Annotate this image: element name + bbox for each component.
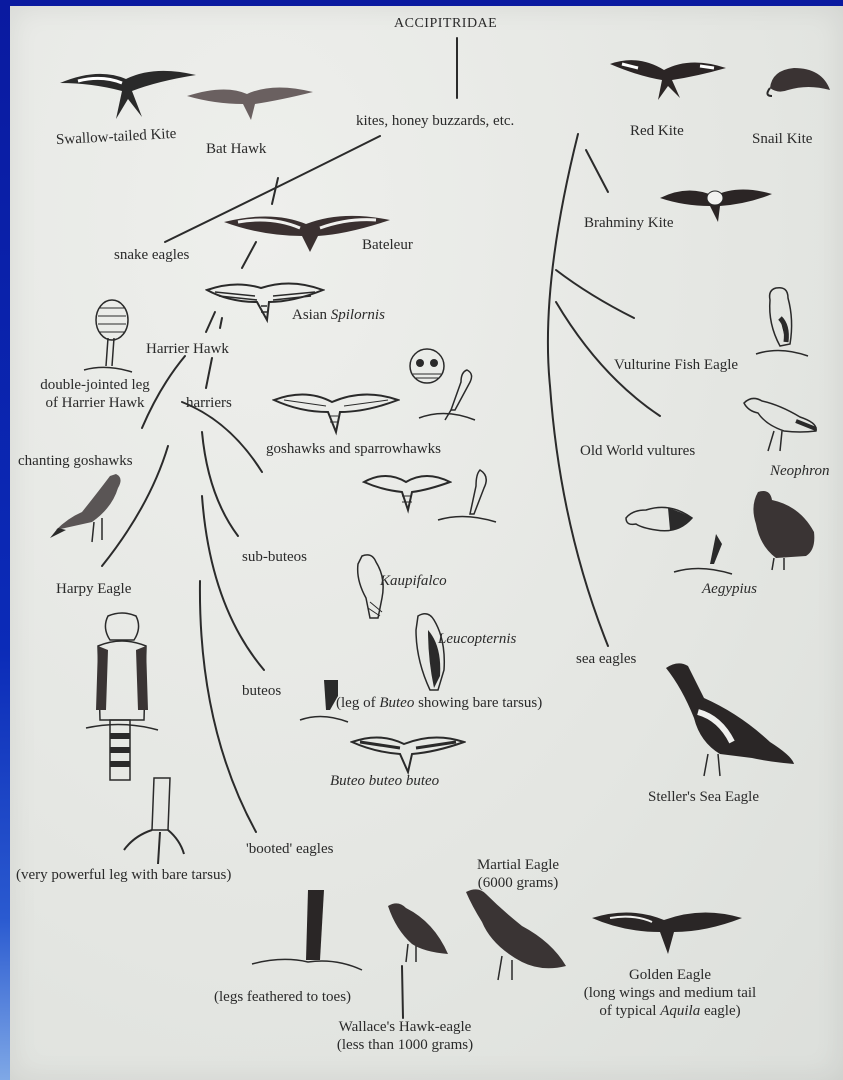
label-vulturine-fish-eagle: Vulturine Fish Eagle [614, 356, 738, 374]
swallow-tailed-kite-drawing [58, 61, 198, 121]
label-bateleur: Bateleur [362, 236, 413, 254]
label-neophron: Neophron [770, 462, 829, 480]
goshawk-leg-drawing [415, 364, 485, 426]
label-buteo-buteo: Buteo buteo buteo [330, 772, 439, 790]
golden-eagle-drawing [590, 904, 744, 958]
stellers-sea-eagle-drawing [660, 658, 800, 780]
branch-right-main [548, 134, 608, 646]
label-buteo-leg-suffix: showing bare tarsus) [414, 695, 542, 711]
label-martial-line1: Martial Eagle [458, 856, 578, 874]
red-kite-drawing [608, 54, 728, 104]
buteo-buteo-drawing [350, 730, 466, 776]
label-sub-buteos: sub-buteos [242, 548, 307, 566]
label-wallace: Wallace's Hawk-eagle (less than 1000 gra… [310, 1018, 500, 1054]
neophron-drawing [740, 391, 820, 457]
label-chanting-goshawks: chanting goshawks [18, 452, 133, 470]
label-snail-kite: Snail Kite [752, 130, 812, 148]
vulturine-fish-eagle-drawing [750, 284, 810, 360]
label-wallace-line1: Wallace's Hawk-eagle [310, 1018, 500, 1036]
label-aegypius: Aegypius [702, 580, 757, 598]
wallaces-hawk-eagle-drawing [380, 898, 454, 968]
label-brahminy-kite: Brahminy Kite [584, 214, 674, 232]
label-buteo-leg-italic: Buteo [379, 695, 414, 711]
label-asian-spilornis-prefix: Asian [292, 307, 331, 323]
label-golden-line3: of typical Aquila eagle) [530, 1002, 810, 1020]
sparrowhawk-leg-drawing [434, 466, 500, 528]
branch-harriers [206, 358, 212, 388]
goshawk-flight-drawing [272, 386, 400, 436]
aegypius-body-drawing [740, 486, 820, 572]
branch-buteos [202, 496, 264, 670]
snail-kite-drawing [764, 60, 834, 100]
label-red-kite: Red Kite [630, 122, 684, 140]
label-double-jointed: double-jointed leg of Harrier Hawk [20, 376, 170, 412]
branch-bateleur [272, 178, 278, 204]
label-stellers: Steller's Sea Eagle [648, 788, 759, 806]
branch-wallace [402, 966, 403, 1018]
label-martial-eagle: Martial Eagle (6000 grams) [458, 856, 578, 892]
label-leucopternis: Leucopternis [438, 630, 516, 648]
label-martial-line2: (6000 grams) [458, 874, 578, 892]
label-golden-line3-suffix: eagle) [700, 1003, 740, 1019]
label-neophron-italic: Neophron [770, 463, 829, 479]
powerful-leg-drawing [114, 774, 194, 874]
label-golden-line2: (long wings and medium tail [530, 984, 810, 1002]
label-golden-line3-prefix: of typical [599, 1003, 660, 1019]
label-sea-eagles: sea eagles [576, 650, 636, 668]
label-buteo-leg: (leg of Buteo showing bare tarsus) [336, 694, 542, 712]
label-double-jointed-line1: double-jointed leg [20, 376, 170, 394]
branch-vulturine [556, 270, 634, 318]
label-powerful-leg: (very powerful leg with bare tarsus) [16, 866, 231, 884]
label-goshawks: goshawks and sparrowhawks [266, 440, 441, 458]
double-jointed-leg-drawing [78, 298, 138, 378]
label-harriers: harriers [186, 394, 232, 412]
branch-goshawks [182, 402, 262, 472]
aegypius-leg-drawing [670, 530, 736, 578]
feathered-legs-drawing [248, 886, 366, 982]
label-kaupifalco: Kaupifalco [380, 572, 447, 590]
label-asian-spilornis-italic: Spilornis [331, 307, 385, 323]
label-wallace-line2: (less than 1000 grams) [310, 1036, 500, 1054]
label-kaupifalco-italic: Kaupifalco [380, 573, 447, 589]
label-snake-eagles: snake eagles [114, 246, 189, 264]
label-bat-hawk: Bat Hawk [206, 140, 266, 158]
harpy-eagle-drawing [82, 610, 162, 782]
label-golden-eagle: Golden Eagle (long wings and medium tail… [530, 966, 810, 1020]
label-leucopternis-italic: Leucopternis [438, 631, 516, 647]
label-golden-line3-italic: Aquila [660, 1003, 700, 1019]
brahminy-kite-drawing [658, 184, 773, 226]
label-harpy-eagle: Harpy Eagle [56, 580, 131, 598]
label-kites: kites, honey buzzards, etc. [356, 112, 514, 130]
label-asian-spilornis: Asian Spilornis [292, 306, 385, 324]
label-buteo-leg-prefix: (leg of [336, 695, 379, 711]
branch-sub-buteos [202, 432, 238, 536]
bat-hawk-drawing [185, 82, 315, 122]
diagram-page: ACCIPITRIDAE kites, honey buzzards, etc.… [10, 6, 843, 1080]
label-buteos: buteos [242, 682, 281, 700]
label-double-jointed-line2: of Harrier Hawk [20, 394, 170, 412]
label-old-world-vultures: Old World vultures [580, 442, 695, 460]
chanting-goshawk-drawing [48, 468, 128, 546]
label-aegypius-italic: Aegypius [702, 581, 757, 597]
label-golden-line1: Golden Eagle [530, 966, 810, 984]
branch-booted [200, 581, 256, 832]
diagram-title: ACCIPITRIDAE [394, 16, 497, 33]
label-harrier-hawk: Harrier Hawk [146, 340, 229, 358]
branch-brahminy [586, 150, 608, 192]
label-booted-eagles: 'booted' eagles [246, 840, 333, 858]
label-buteo-buteo-italic: Buteo buteo buteo [330, 773, 439, 789]
leucopternis-drawing [406, 610, 450, 694]
label-legs-feathered: (legs feathered to toes) [214, 988, 351, 1006]
